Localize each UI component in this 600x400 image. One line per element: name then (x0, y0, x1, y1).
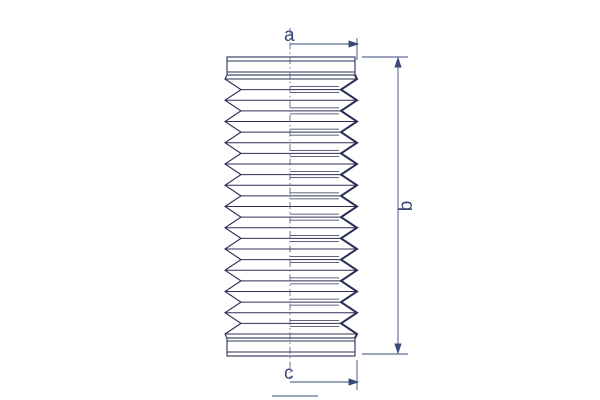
dimension-b (362, 56, 408, 355)
dimension-a (290, 38, 360, 60)
top-collar (226, 56, 356, 76)
dimension-label-a: a (284, 25, 295, 46)
dimension-label-c: c (284, 363, 294, 384)
dimension-c (290, 360, 360, 390)
dimension-label-b: b (396, 201, 417, 212)
bottom-collar (226, 337, 356, 357)
bellows-boot (224, 56, 359, 357)
